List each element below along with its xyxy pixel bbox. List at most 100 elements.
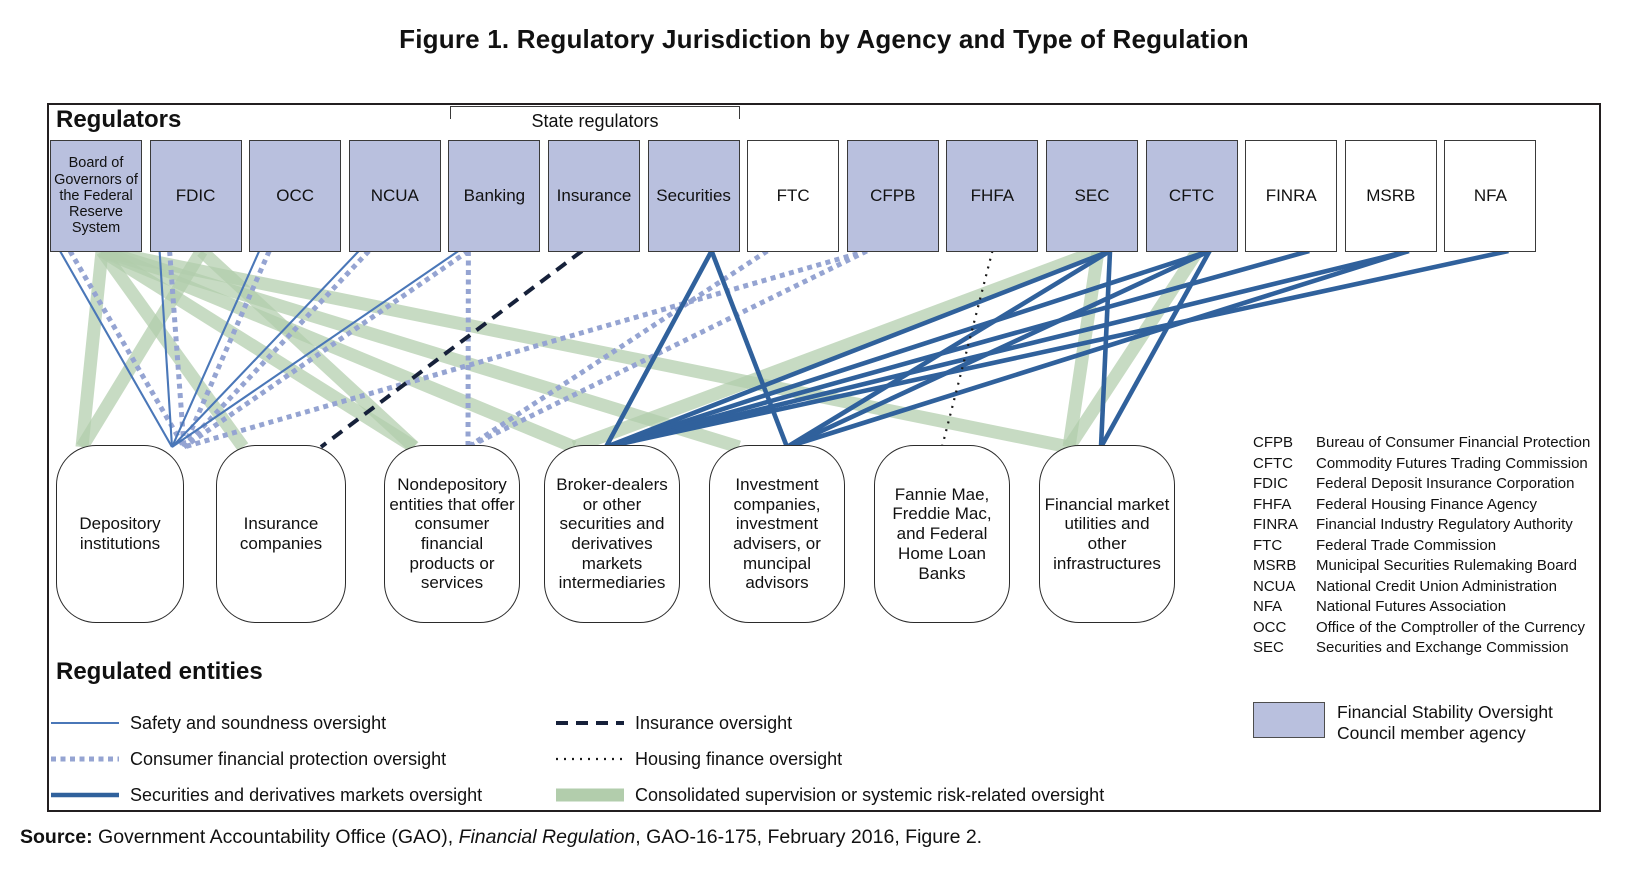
- regulator-box-banking: Banking: [448, 140, 541, 252]
- entity-box-nondepository: Nondepository entities that offer consum…: [384, 445, 520, 623]
- regulator-box-insurance: Insurance: [548, 140, 640, 252]
- entity-box-broker-dealers: Broker-dealers or other securities and d…: [544, 445, 680, 623]
- legend-item-insurance: Insurance oversight: [555, 705, 1104, 741]
- legend-item-safety: Safety and soundness oversight: [50, 705, 482, 741]
- abbreviation-code: FINRA: [1253, 516, 1298, 533]
- legend-item-housing: Housing finance oversight: [555, 741, 1104, 777]
- legend-sample-consolidated-line: [556, 788, 624, 802]
- regulator-box-msrb: MSRB: [1344, 140, 1437, 252]
- fsoc-legend-line1: Financial Stability Oversight: [1337, 702, 1553, 722]
- source-italic: Financial Regulation: [458, 826, 636, 848]
- abbreviation-row-ftc: FTC Federal Trade Commission: [1253, 536, 1597, 557]
- figure-title: Figure 1. Regulatory Jurisdiction by Age…: [399, 24, 1249, 54]
- regulator-box-finra: FINRA: [1245, 140, 1338, 252]
- source-mid: Government Accountability Office (GAO),: [92, 826, 459, 848]
- regulator-label-msrb: MSRB: [1366, 186, 1416, 206]
- entity-label-nondepository: Nondepository entities that offer consum…: [389, 474, 515, 593]
- regulator-label-fdic: FDIC: [175, 186, 216, 206]
- legend-sample-safety-line: [51, 721, 119, 725]
- state-regulators-bracket: [450, 106, 740, 119]
- legend-sample-housing-line: [556, 757, 624, 761]
- legend-sample-consumer-line: [51, 756, 119, 762]
- abbreviation-code: OCC: [1253, 618, 1287, 636]
- entity-label-fannie: Fannie Mae, Freddie Mac, and Federal Hom…: [892, 484, 992, 583]
- abbreviation-code: NFA: [1253, 598, 1283, 615]
- abbreviation-code: FTC: [1253, 536, 1283, 554]
- abbreviation-name: Municipal Securities Rulemaking Board: [1316, 557, 1577, 574]
- entity-label-depository: Depository institutions: [79, 514, 161, 553]
- regulator-label-sec: SEC: [1074, 186, 1110, 206]
- abbreviation-row-cftc: CFTC Commodity Futures Trading Commission: [1253, 454, 1597, 475]
- source-line: Source: Government Accountability Office…: [20, 826, 982, 849]
- regulators-section-label: Regulators: [56, 106, 182, 133]
- abbreviation-name: Federal Housing Finance Agency: [1316, 495, 1537, 513]
- abbreviation-code: NCUA: [1253, 577, 1296, 595]
- abbreviation-code: FDIC: [1253, 475, 1288, 492]
- entity-box-fmu: Financial market utilities and other inf…: [1039, 445, 1175, 623]
- abbreviation-row-nfa: NFA National Futures Association: [1253, 597, 1597, 618]
- abbreviation-name: Bureau of Consumer Financial Protection: [1316, 434, 1591, 451]
- fsoc-member-swatch: [1253, 702, 1325, 738]
- regulator-box-fhfa: FHFA: [946, 140, 1039, 252]
- abbreviation-row-fdic: FDIC Federal Deposit Insurance Corporatio…: [1253, 474, 1597, 495]
- entity-box-fannie: Fannie Mae, Freddie Mac, and Federal Hom…: [874, 445, 1010, 623]
- source-prefix: Source:: [20, 826, 93, 848]
- regulator-label-fed: Board of Governors of the Federal Reserv…: [54, 155, 138, 237]
- abbreviation-name: National Futures Association: [1316, 598, 1507, 615]
- abbreviation-name: Commodity Futures Trading Commission: [1316, 454, 1588, 472]
- legend-label-safety: Safety and soundness oversight: [130, 712, 387, 733]
- fsoc-legend-line2: Council member agency: [1337, 723, 1526, 743]
- abbreviation-row-cfpb: CFPB Bureau of Consumer Financial Protect…: [1253, 433, 1597, 454]
- legend-label-securities: Securities and derivatives markets overs…: [130, 784, 483, 805]
- legend-label-consumer: Consumer financial protection oversight: [130, 748, 447, 769]
- regulator-box-cfpb: CFPB: [846, 140, 939, 252]
- abbreviation-name: Securities and Exchange Commission: [1316, 639, 1569, 656]
- regulator-label-cftc: CFTC: [1168, 186, 1215, 206]
- abbreviation-name: Federal Trade Commission: [1316, 536, 1497, 554]
- regulator-label-fhfa: FHFA: [970, 186, 1015, 206]
- entity-box-depository: Depository institutions: [56, 445, 184, 623]
- legend-label-consolidated: Consolidated supervision or systemic ris…: [635, 784, 1105, 805]
- abbreviation-name: Federal Deposit Insurance Corporation: [1316, 475, 1575, 492]
- abbreviation-code: CFPB: [1253, 434, 1294, 451]
- legend-item-consumer: Consumer financial protection oversight: [50, 741, 482, 777]
- entity-box-investment: Investment companies, investment adviser…: [709, 445, 845, 623]
- entity-label-fmu: Financial market utilities and other inf…: [1044, 494, 1170, 573]
- entity-box-insurance-companies: Insurance companies: [216, 445, 346, 623]
- regulator-label-nfa: NFA: [1473, 186, 1507, 206]
- regulator-label-banking: Banking: [463, 186, 526, 206]
- abbreviation-row-occ: OCC Office of the Comptroller of the Curr…: [1253, 618, 1597, 639]
- legend-sample-insurance-line: [556, 721, 624, 725]
- fsoc-legend-label: Financial Stability Oversight Council me…: [1337, 702, 1553, 744]
- regulator-box-cftc: CFTC: [1145, 140, 1238, 252]
- legend-sample-securities-line: [51, 792, 119, 798]
- legend-item-consolidated: Consolidated supervision or systemic ris…: [555, 777, 1104, 813]
- abbreviation-row-msrb: MSRB Municipal Securities Rulemaking Boar…: [1253, 556, 1597, 577]
- regulator-label-ncua: NCUA: [370, 186, 419, 206]
- entity-label-investment: Investment companies, investment adviser…: [733, 474, 821, 593]
- regulator-box-ftc: FTC: [747, 140, 840, 252]
- regulator-box-nfa: NFA: [1444, 140, 1537, 252]
- abbreviation-row-finra: FINRA Financial Industry Regulatory Autho…: [1253, 515, 1597, 536]
- abbreviation-code: SEC: [1253, 639, 1284, 656]
- entity-label-insurance-companies: Insurance companies: [239, 514, 323, 553]
- regulator-box-fdic: FDIC: [149, 140, 242, 252]
- abbreviation-name: Office of the Comptroller of the Currenc…: [1316, 618, 1586, 636]
- entity-label-broker-dealers: Broker-dealers or other securities and d…: [556, 474, 668, 593]
- abbreviation-code: FHFA: [1253, 495, 1292, 513]
- abbreviation-name: National Credit Union Administration: [1316, 577, 1557, 595]
- regulator-box-occ: OCC: [249, 140, 342, 252]
- abbreviation-list: CFPB Bureau of Consumer Financial Protect…: [1253, 433, 1597, 659]
- regulator-box-securities: Securities: [647, 140, 740, 252]
- regulator-box-ncua: NCUA: [348, 140, 441, 252]
- fsoc-legend: Financial Stability Oversight Council me…: [1253, 702, 1553, 744]
- regulator-box-fed: Board of Governors of the Federal Reserv…: [50, 140, 142, 252]
- regulator-box-sec: SEC: [1046, 140, 1138, 252]
- legend-label-housing: Housing finance oversight: [635, 748, 843, 769]
- regulator-label-finra: FINRA: [1265, 186, 1317, 206]
- abbreviation-code: MSRB: [1253, 557, 1297, 574]
- regulated-entities-section-label: Regulated entities: [56, 658, 263, 685]
- abbreviation-code: CFTC: [1253, 454, 1293, 472]
- abbreviation-name: Financial Industry Regulatory Authority: [1316, 516, 1573, 533]
